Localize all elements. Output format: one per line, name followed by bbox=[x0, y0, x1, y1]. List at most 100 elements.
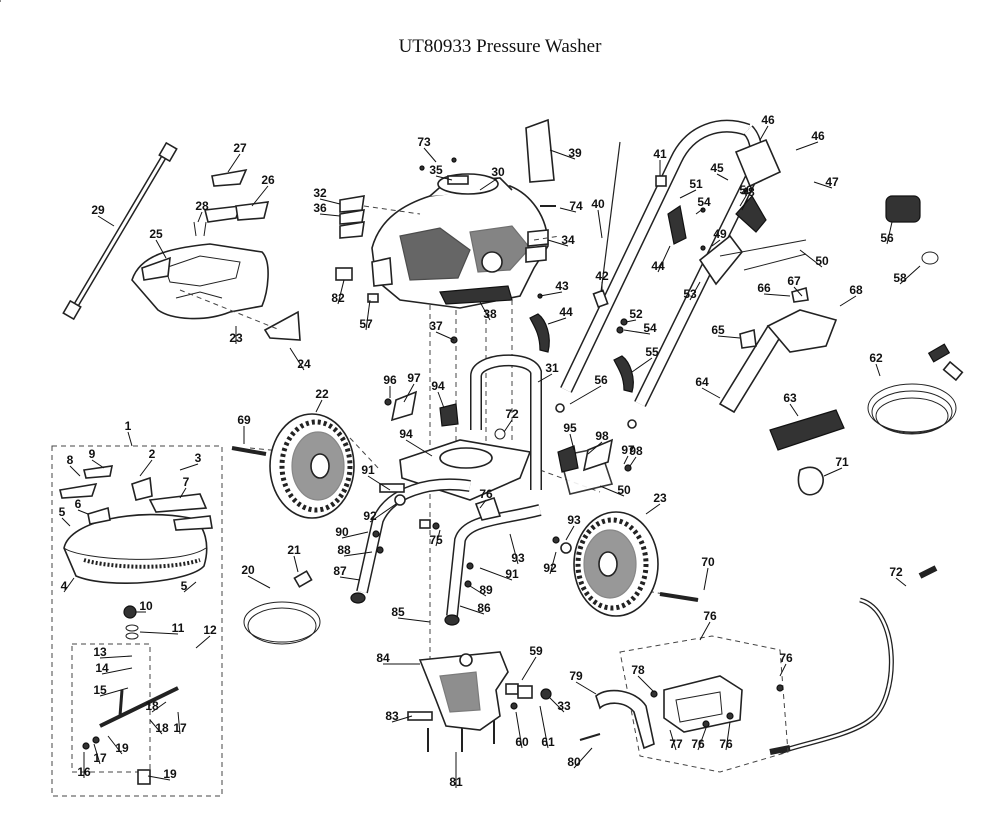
callout-number: 14 bbox=[95, 661, 109, 675]
callout-number: 52 bbox=[629, 307, 643, 321]
callout-number: 11 bbox=[172, 621, 185, 635]
callout-number: 55 bbox=[645, 345, 659, 359]
callout-leader bbox=[365, 299, 371, 331]
frame-part bbox=[350, 354, 614, 626]
callout-leader bbox=[539, 291, 563, 297]
callout-leader bbox=[183, 581, 197, 593]
callout-leader bbox=[151, 701, 167, 713]
callout-number: 87 bbox=[333, 564, 347, 578]
callout-leader bbox=[795, 141, 819, 151]
callout-leader bbox=[435, 175, 453, 181]
callout-number: 50 bbox=[739, 183, 753, 197]
callout-leader bbox=[875, 363, 881, 377]
callout-number: 92 bbox=[363, 509, 377, 523]
callout-number: 29 bbox=[91, 203, 105, 217]
callout-number: 83 bbox=[385, 709, 399, 723]
callout-number: 27 bbox=[233, 141, 247, 155]
callout-number: 53 bbox=[683, 287, 697, 301]
callout-leader bbox=[679, 189, 697, 199]
callout-number: 95 bbox=[563, 421, 577, 435]
callout-leader bbox=[195, 635, 211, 649]
callout-number: 89 bbox=[479, 583, 493, 597]
callout-number: 28 bbox=[195, 199, 209, 213]
callout-leader bbox=[149, 719, 163, 735]
callout-leader bbox=[587, 441, 603, 455]
callout-number: 56 bbox=[594, 373, 608, 387]
callout-leader bbox=[435, 331, 455, 341]
callout-number: 21 bbox=[287, 543, 301, 557]
callout-number: 78 bbox=[631, 663, 645, 677]
callout-leader bbox=[549, 149, 576, 160]
callout-leader bbox=[343, 551, 373, 557]
callout-number: 63 bbox=[783, 391, 797, 405]
callout-leader bbox=[559, 207, 577, 213]
callout-number: 76 bbox=[779, 651, 793, 665]
callout-number: 37 bbox=[429, 319, 443, 333]
callout-leader bbox=[789, 403, 799, 417]
callout-number: 17 bbox=[93, 751, 107, 765]
callout-number: 93 bbox=[511, 551, 525, 565]
callout-number: 24 bbox=[297, 357, 311, 371]
callout-number: 4 bbox=[61, 579, 68, 593]
callout-leader bbox=[93, 743, 101, 765]
callout-number: 88 bbox=[337, 543, 351, 557]
callout-leader bbox=[91, 459, 105, 469]
callout-leader bbox=[597, 209, 603, 239]
callout-leader bbox=[599, 485, 625, 497]
callout-number: 92 bbox=[543, 561, 557, 575]
callout-number: 76 bbox=[479, 487, 493, 501]
callout-number: 97 bbox=[407, 371, 421, 385]
callout-number: 76 bbox=[691, 737, 705, 751]
callout-number: 81 bbox=[449, 775, 463, 789]
callout-number: 54 bbox=[697, 195, 711, 209]
wheel-right-part bbox=[573, 511, 699, 617]
callout-leader bbox=[625, 319, 637, 323]
callout-number: 47 bbox=[825, 175, 839, 189]
callout-leader bbox=[631, 357, 653, 373]
callout-leader bbox=[101, 667, 133, 675]
callout-number: 57 bbox=[359, 317, 373, 331]
callout-number: 39 bbox=[568, 146, 582, 160]
callout-number: 20 bbox=[241, 563, 255, 577]
callout-leader bbox=[139, 631, 179, 635]
callout-leader bbox=[689, 281, 701, 301]
callout-number: 5 bbox=[59, 505, 66, 519]
callout-number: 5 bbox=[181, 579, 188, 593]
callout-leader bbox=[339, 576, 361, 581]
callout-leader bbox=[337, 279, 345, 305]
callout-leader bbox=[699, 621, 711, 641]
callout-number: 18 bbox=[145, 699, 159, 713]
callout-number: 18 bbox=[155, 721, 169, 735]
callout-number: 10 bbox=[139, 599, 153, 613]
callout-leader bbox=[645, 503, 661, 515]
callout-number: 73 bbox=[417, 135, 431, 149]
callout-leader bbox=[549, 697, 565, 713]
callout-leader bbox=[895, 577, 907, 587]
callout-leader bbox=[459, 605, 485, 615]
callout-leader bbox=[779, 663, 787, 677]
callout-leader bbox=[547, 239, 569, 247]
callout-number: 91 bbox=[361, 463, 375, 477]
callout-number: 64 bbox=[695, 375, 709, 389]
callout-number: 42 bbox=[595, 269, 609, 283]
callout-leader bbox=[717, 335, 741, 339]
callout-number: 9 bbox=[89, 447, 96, 461]
callout-number: 69 bbox=[237, 413, 251, 427]
callout-number: 85 bbox=[391, 605, 405, 619]
callout-number: 2 bbox=[149, 447, 156, 461]
callout-number: 68 bbox=[849, 283, 863, 297]
callout-leader bbox=[197, 211, 203, 223]
callout-leader bbox=[99, 655, 133, 659]
callout-number: 66 bbox=[757, 281, 771, 295]
callout-number: 72 bbox=[889, 565, 903, 579]
callout-number: 91 bbox=[505, 567, 519, 581]
callout-number: 86 bbox=[477, 601, 491, 615]
callout-number: 22 bbox=[315, 387, 329, 401]
callout-number: 17 bbox=[173, 721, 187, 735]
callout-number: 40 bbox=[591, 197, 605, 211]
callout-leader bbox=[127, 431, 133, 447]
callout-leader bbox=[739, 195, 747, 207]
callout-number: 74 bbox=[569, 199, 583, 213]
hose-and-gun-parts bbox=[718, 195, 964, 755]
